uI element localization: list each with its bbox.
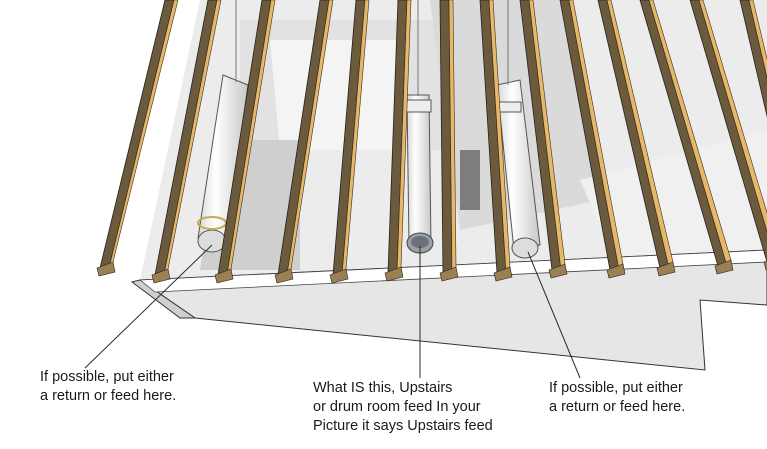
annotation-center: What IS this, Upstairs or drum room feed… xyxy=(313,379,493,436)
joist-end xyxy=(96,261,116,277)
joist-end xyxy=(274,268,294,284)
floor-joists xyxy=(96,0,767,284)
leader-lines xyxy=(84,244,581,379)
annotation-left-line-2: a return or feed here. xyxy=(40,388,177,404)
annotation-right-line-2: a return or feed here. xyxy=(549,399,686,415)
annotation-right-line-1: If possible, put either xyxy=(549,380,683,396)
joist-end xyxy=(329,268,349,284)
annotation-center-line-2: or drum room feed In your xyxy=(313,399,481,415)
joist-edge xyxy=(698,0,767,233)
joist-end xyxy=(606,263,626,279)
duct-pipe-right xyxy=(495,0,541,259)
annotation-left-line-1: If possible, put either xyxy=(40,369,174,385)
joist xyxy=(689,0,767,263)
leader-right xyxy=(527,251,581,379)
leader-left xyxy=(84,244,213,369)
annotation-left: If possible, put either a return or feed… xyxy=(40,368,176,406)
joist-end xyxy=(714,259,734,275)
duct-pipe-left xyxy=(197,0,249,253)
joist-end xyxy=(384,266,404,282)
annotation-center-line-3: Picture it says Upstairs feed xyxy=(313,418,493,434)
joist-end xyxy=(151,268,171,284)
joist-end xyxy=(493,266,513,282)
joist-end xyxy=(548,263,568,279)
annotation-right: If possible, put either a return or feed… xyxy=(549,379,685,417)
annotation-center-line-1: What IS this, Upstairs xyxy=(313,380,453,396)
joist-end xyxy=(656,261,676,277)
duct-pipe-center xyxy=(404,0,434,254)
joist xyxy=(739,0,767,118)
joist-end xyxy=(214,268,234,284)
joist-end xyxy=(439,266,459,282)
joist-end xyxy=(763,260,767,271)
joist-edge xyxy=(748,0,767,79)
